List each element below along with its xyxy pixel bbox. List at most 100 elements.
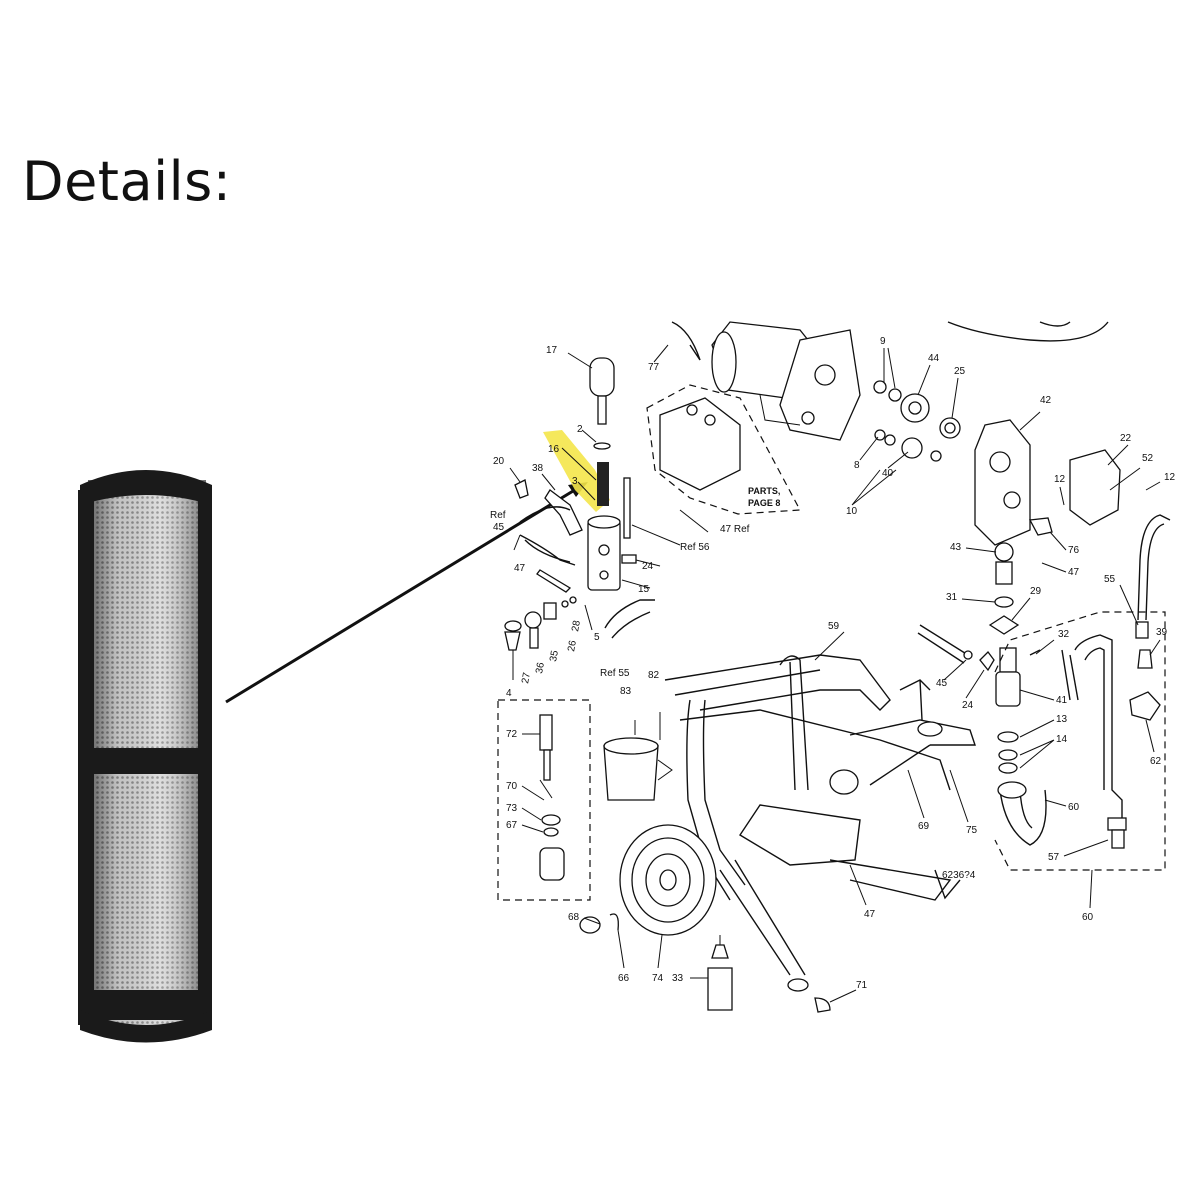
label-45: 45 — [936, 678, 948, 689]
label-22: 22 — [1120, 433, 1132, 444]
label-62: 62 — [1150, 756, 1162, 767]
label-74: 74 — [652, 973, 664, 984]
label-14: 14 — [1056, 734, 1068, 745]
label-ref-55: Ref 55 — [600, 668, 630, 679]
label-8: 8 — [854, 460, 860, 471]
suction-box — [994, 611, 1166, 871]
label-43: 43 — [950, 542, 962, 553]
label-47c: 47 — [864, 909, 876, 920]
part-33-bottle — [707, 935, 733, 1011]
filter-bottom-cap — [80, 1010, 212, 1043]
gear-set — [873, 380, 961, 462]
part-43 — [994, 542, 1014, 562]
label-27: 27 — [520, 671, 533, 684]
label-ref-56: Ref 56 — [680, 542, 710, 553]
label-38: 38 — [532, 463, 544, 474]
label-47b: 47 — [1068, 567, 1080, 578]
label-24a: 24 — [642, 561, 654, 572]
label-36: 36 — [534, 661, 547, 674]
label-42: 42 — [1040, 395, 1052, 406]
label-24b: 24 — [962, 700, 974, 711]
label-2: 2 — [577, 424, 583, 435]
label-69: 69 — [918, 821, 930, 832]
label-40: 40 — [882, 468, 894, 479]
part-29 — [988, 615, 1020, 635]
label-35: 35 — [548, 649, 561, 662]
label-12a: 12 — [1054, 474, 1066, 485]
cart-frame: 6236?4 — [664, 654, 976, 992]
label-10: 10 — [846, 506, 858, 517]
label-20: 20 — [493, 456, 505, 467]
label-73: 73 — [506, 803, 518, 814]
label-82: 82 — [648, 670, 660, 681]
label-41: 41 — [1056, 695, 1068, 706]
part-17 — [567, 352, 615, 425]
label-60b: 60 — [1082, 912, 1094, 923]
label-44: 44 — [928, 353, 940, 364]
label-13: 13 — [1056, 714, 1068, 725]
label-4: 4 — [506, 688, 512, 699]
part-labels: 17 77 9 44 25 42 2 16 3 20 38 Ref 45 8 4… — [490, 336, 1176, 991]
label-39: 39 — [1156, 627, 1168, 638]
svg-text:PARTS,: PARTS, — [748, 486, 780, 496]
svg-text:PAGE 8: PAGE 8 — [748, 498, 780, 508]
label-29: 29 — [1030, 586, 1042, 597]
label-16: 16 — [548, 444, 560, 455]
fluid-box — [497, 699, 591, 901]
label-12b: 12 — [1164, 472, 1176, 483]
label-26: 26 — [566, 639, 579, 652]
part-76 — [1028, 517, 1053, 536]
label-67: 67 — [506, 820, 518, 831]
part-52 — [1069, 449, 1121, 526]
label-5: 5 — [594, 632, 600, 643]
label-83: 83 — [620, 686, 632, 697]
label-59: 59 — [828, 621, 840, 632]
label-68: 68 — [568, 912, 580, 923]
label-52: 52 — [1142, 453, 1154, 464]
label-60a: 60 — [1068, 802, 1080, 813]
parts-page-box: PARTS, PAGE 8 — [646, 384, 801, 515]
ref-56-rod — [623, 477, 631, 539]
svg-text:6236?4: 6236?4 — [942, 870, 976, 881]
label-47a: 47 — [514, 563, 526, 574]
part-31 — [994, 596, 1014, 608]
label-9: 9 — [880, 336, 886, 347]
label-71: 71 — [856, 980, 868, 991]
label-ref-45-num: 45 — [493, 522, 505, 533]
details-heading: Details: — [22, 150, 232, 213]
pump-lower — [995, 647, 1047, 846]
part-16-highlight — [543, 430, 610, 512]
label-57: 57 — [1048, 852, 1060, 863]
label-17: 17 — [546, 345, 558, 356]
label-32: 32 — [1058, 629, 1070, 640]
label-77: 77 — [648, 362, 660, 373]
label-28: 28 — [570, 619, 583, 632]
filter-middle-band — [88, 748, 206, 774]
label-ref-45: Ref — [490, 510, 506, 521]
wheel — [619, 824, 717, 936]
leader-lines — [513, 344, 1161, 1003]
valve-parts — [504, 596, 593, 680]
label-70: 70 — [506, 781, 518, 792]
label-76: 76 — [1068, 545, 1080, 556]
label-3: 3 — [572, 476, 578, 487]
label-33: 33 — [672, 973, 684, 984]
filter-top-cap — [80, 470, 212, 505]
part-15 — [587, 515, 651, 591]
part-16-filter — [597, 462, 609, 506]
label-31: 31 — [946, 592, 958, 603]
label-66: 66 — [618, 973, 630, 984]
label-75: 75 — [966, 825, 978, 836]
pointer-arrow — [225, 482, 588, 704]
part-42 — [974, 411, 1041, 546]
label-55: 55 — [1104, 574, 1116, 585]
label-72: 72 — [506, 729, 518, 740]
filter-left-rail — [78, 490, 94, 1025]
motor-assembly — [671, 321, 861, 441]
label-47-ref: 47 Ref — [720, 524, 750, 535]
label-15: 15 — [638, 584, 650, 595]
label-25: 25 — [954, 366, 966, 377]
part-83 — [603, 712, 673, 801]
